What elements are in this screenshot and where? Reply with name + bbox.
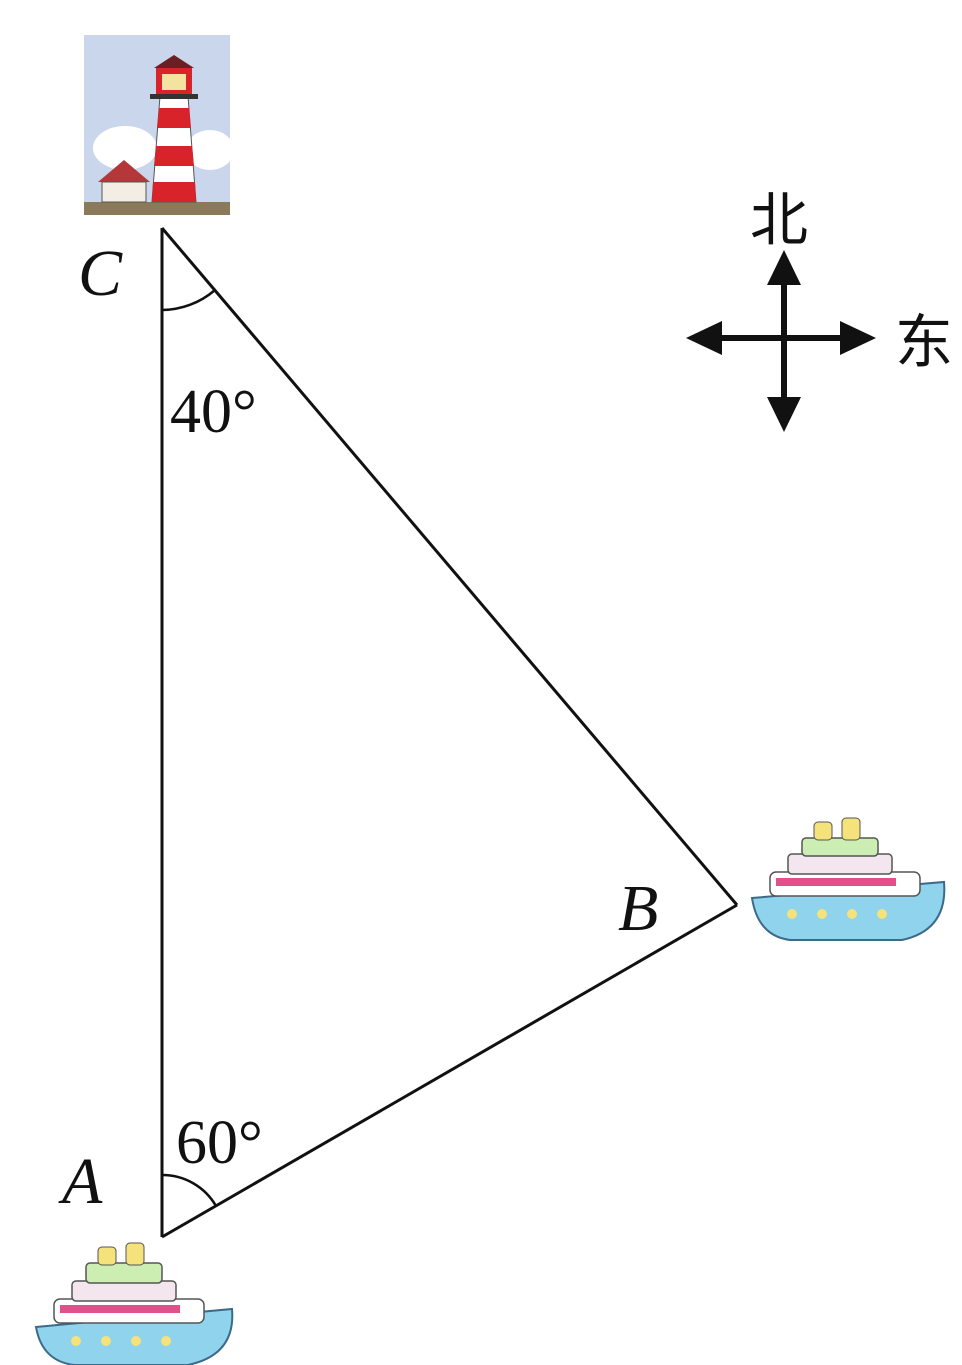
- ship-icon: [750, 817, 946, 941]
- lighthouse-icon: [84, 35, 234, 215]
- segment-cb: [160, 227, 739, 906]
- compass: [686, 250, 876, 432]
- arrow-north-icon: [767, 250, 801, 285]
- point-label-b: B: [618, 872, 658, 945]
- point-label-c: C: [78, 237, 123, 310]
- arrow-south-icon: [767, 397, 801, 432]
- angle-label-a: 60°: [176, 1109, 263, 1177]
- angle-label-c: 40°: [170, 378, 257, 446]
- compass-north-label: 北: [750, 186, 808, 254]
- angle-arc-a: [161, 1173, 218, 1207]
- segment-ab: [161, 903, 738, 1239]
- angle-arc-c: [161, 289, 216, 312]
- compass-east-label: 东: [895, 308, 953, 376]
- arrow-east-icon: [840, 321, 876, 355]
- arrow-west-icon: [686, 321, 722, 355]
- point-label-a: A: [58, 1145, 103, 1218]
- triangle-abc: [160, 227, 739, 1239]
- ship-icon: [34, 1242, 234, 1365]
